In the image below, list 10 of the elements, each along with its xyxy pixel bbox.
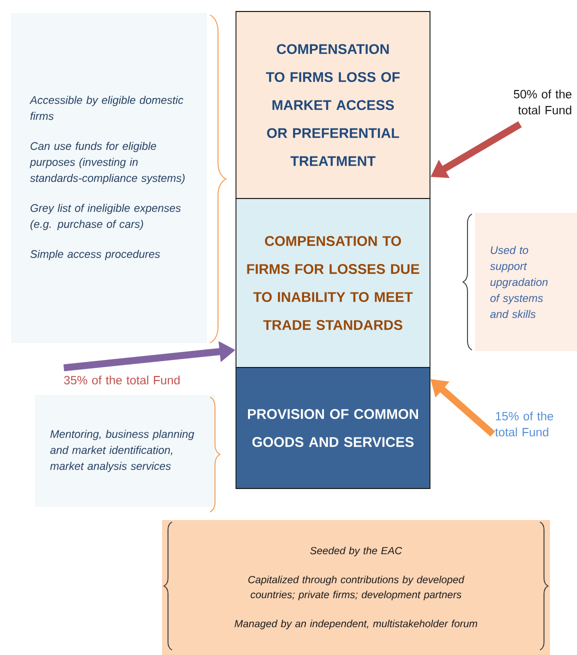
stack-box: COMPENSATION TO FIRMS FOR LOSSES DUE TO INABILITY TO MEET TRADE STANDARDS	[236, 198, 430, 368]
note-box: Mentoring, business planning and market identification, market analysis services	[35, 395, 215, 507]
note-box: Accessible by eligible domestic firms Can use funds for eligible purposes (investing in standards-compliance systems) Grey list of ineligible expenses (e.g. purchase of cars) Simple access procedures	[11, 13, 207, 343]
percentage-label: 35% of the total Fund	[64, 376, 180, 384]
note-box: Used to support upgradation of systems and skills	[475, 213, 577, 351]
percentage-label: 50% of the total Fund	[514, 90, 572, 114]
stack-box: PROVISION OF COMMON GOODS AND SERVICES	[236, 367, 430, 489]
percentage-label: 15% of the total Fund	[495, 412, 554, 436]
note-box: Seeded by the EAC Capitalized through contributions by developed countries; private firms; development partners Managed by an independent, multistakeholder forum	[162, 520, 550, 655]
stack-box: COMPENSATION TO FIRMS LOSS OF MARKET ACCESS OR PREFERENTIAL TREATMENT	[236, 11, 430, 199]
